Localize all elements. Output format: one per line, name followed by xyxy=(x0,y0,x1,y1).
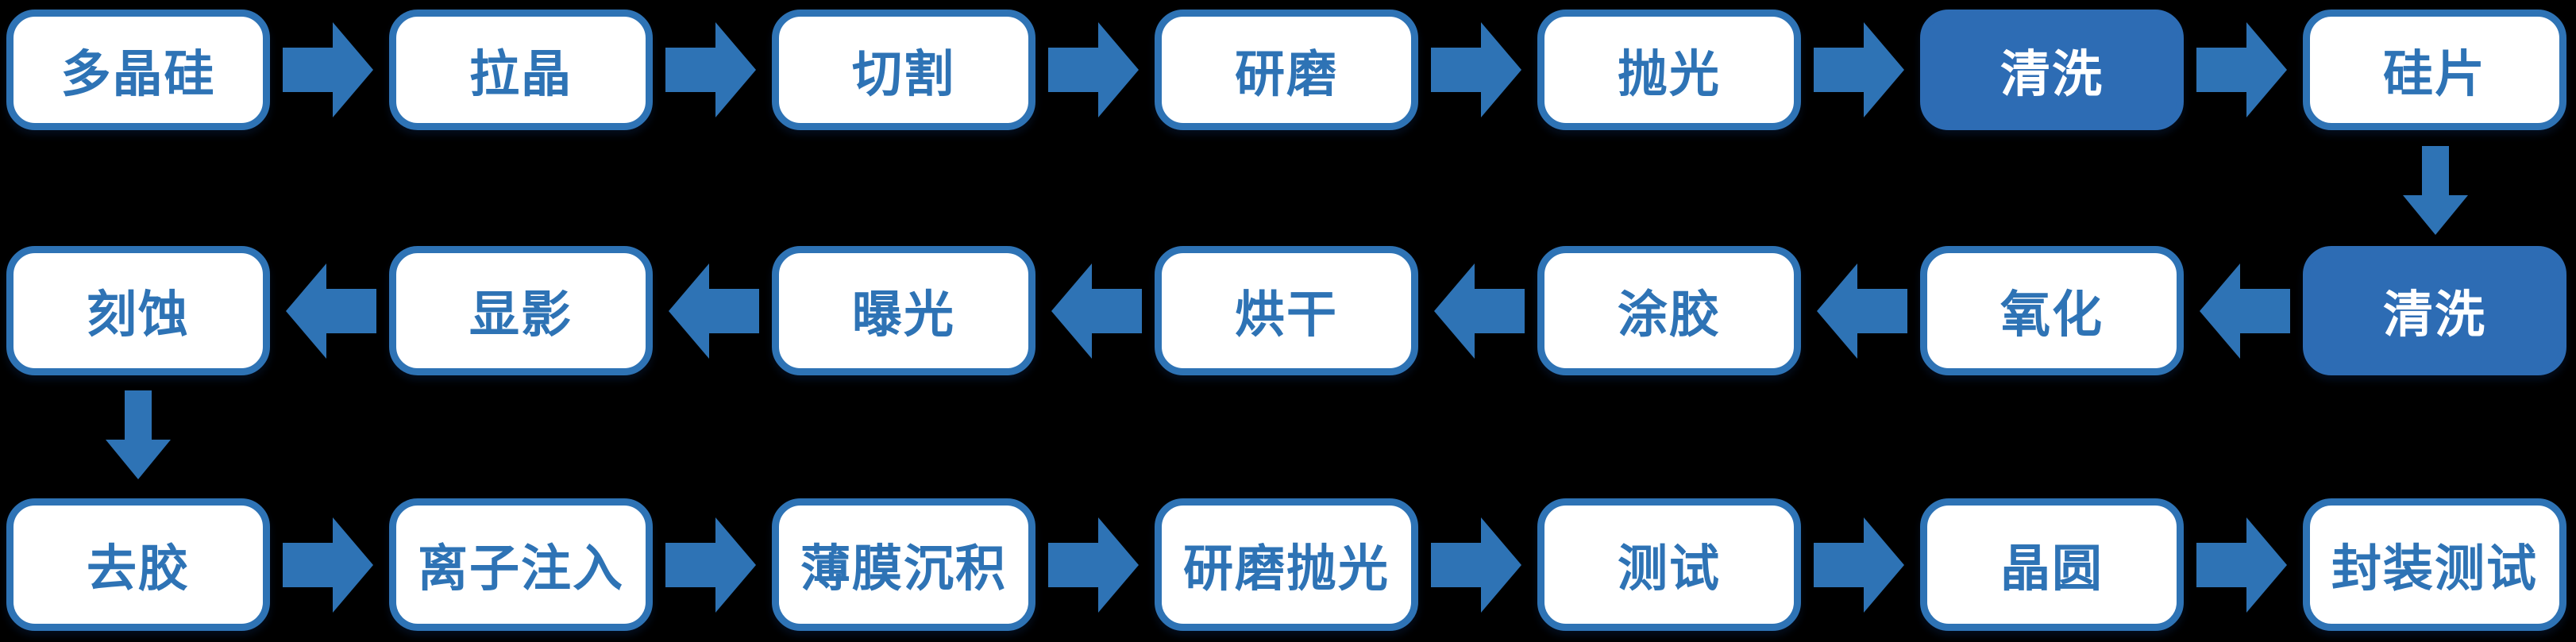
node-drying: 烘干 xyxy=(1155,246,1418,375)
node-cleaning-1: 清洗 xyxy=(1920,10,2184,130)
node-label: 涂胶 xyxy=(1618,286,1721,344)
node-wafer: 晶圆 xyxy=(1920,498,2184,631)
node-grinding-polishing: 研磨抛光 xyxy=(1155,498,1418,631)
down-arrow-icon xyxy=(104,390,172,481)
node-testing: 测试 xyxy=(1537,498,1801,631)
node-crystal-pulling: 拉晶 xyxy=(389,10,653,130)
right-arrow-icon xyxy=(270,10,389,130)
right-arrow-icon xyxy=(1418,498,1537,631)
node-etching: 刻蚀 xyxy=(6,246,270,375)
node-packaging-testing: 封装测试 xyxy=(2303,498,2566,631)
node-resist-stripping: 去胶 xyxy=(6,498,270,631)
node-label: 研磨 xyxy=(1235,44,1338,103)
node-silicon-wafer: 硅片 xyxy=(2303,10,2566,130)
node-oxidation: 氧化 xyxy=(1920,246,2184,375)
node-label: 研磨抛光 xyxy=(1183,540,1390,598)
node-label: 清洗 xyxy=(2383,286,2486,344)
node-lapping: 研磨 xyxy=(1155,10,1418,130)
node-label: 去胶 xyxy=(87,540,190,598)
right-arrow-icon xyxy=(1035,10,1155,130)
down-arrow-icon xyxy=(2401,146,2470,236)
node-label: 多晶硅 xyxy=(60,44,216,103)
node-exposure: 曝光 xyxy=(772,246,1035,375)
right-arrow-icon xyxy=(1418,10,1537,130)
right-arrow-icon xyxy=(1035,498,1155,631)
right-arrow-icon xyxy=(270,498,389,631)
right-arrow-icon xyxy=(1801,10,1920,130)
node-slicing: 切割 xyxy=(772,10,1035,130)
left-arrow-icon xyxy=(1801,246,1920,375)
right-arrow-icon xyxy=(2184,498,2303,631)
node-resist-coating: 涂胶 xyxy=(1537,246,1801,375)
left-arrow-icon xyxy=(270,246,389,375)
right-arrow-icon xyxy=(2184,10,2303,130)
node-label: 抛光 xyxy=(1618,44,1721,103)
node-label: 离子注入 xyxy=(418,540,624,598)
node-polysilicon: 多晶硅 xyxy=(6,10,270,130)
node-thin-film-deposition: 薄膜沉积 xyxy=(772,498,1035,631)
node-label: 氧化 xyxy=(2000,286,2104,344)
node-developing: 显影 xyxy=(389,246,653,375)
node-cleaning-2: 清洗 xyxy=(2303,246,2566,375)
node-label: 清洗 xyxy=(2000,44,2104,103)
node-label: 薄膜沉积 xyxy=(800,540,1007,598)
node-label: 切割 xyxy=(852,44,955,103)
flow-row-3: 去胶 离子注入 薄膜沉积 研磨抛光 测试 晶圆 封装测试 xyxy=(6,498,2566,631)
node-label: 拉晶 xyxy=(469,44,573,103)
left-arrow-icon xyxy=(1035,246,1155,375)
flow-row-2: 刻蚀 显影 曝光 烘干 涂胶 氧化 清洗 xyxy=(6,246,2566,375)
left-arrow-icon xyxy=(2184,246,2303,375)
node-label: 硅片 xyxy=(2383,44,2486,103)
node-label: 刻蚀 xyxy=(87,286,190,344)
node-label: 封装测试 xyxy=(2331,540,2538,598)
node-ion-implantation: 离子注入 xyxy=(389,498,653,631)
node-label: 显影 xyxy=(469,286,573,344)
node-label: 晶圆 xyxy=(2000,540,2104,598)
node-label: 测试 xyxy=(1618,540,1721,598)
right-arrow-icon xyxy=(1801,498,1920,631)
flow-row-1: 多晶硅 拉晶 切割 研磨 抛光 清洗 硅片 xyxy=(6,10,2566,130)
node-label: 烘干 xyxy=(1235,286,1338,344)
left-arrow-icon xyxy=(653,246,772,375)
node-label: 曝光 xyxy=(852,286,955,344)
node-polishing: 抛光 xyxy=(1537,10,1801,130)
right-arrow-icon xyxy=(653,10,772,130)
right-arrow-icon xyxy=(653,498,772,631)
left-arrow-icon xyxy=(1418,246,1537,375)
